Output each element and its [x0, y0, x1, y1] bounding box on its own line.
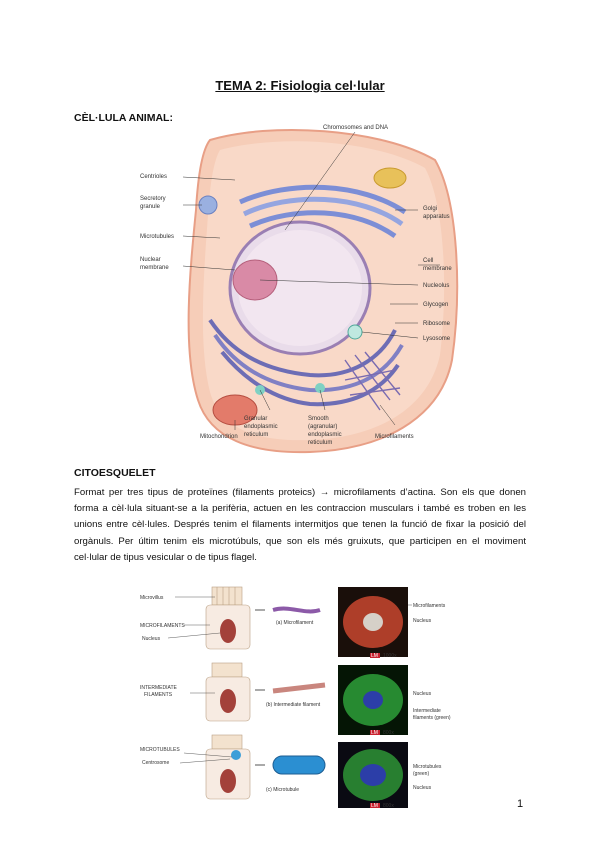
lm-badge-2 [370, 730, 380, 735]
lm-text-1: LM [371, 653, 378, 659]
label-r-microfilaments: Microfilaments [413, 603, 446, 609]
golgi-apparatus [238, 184, 407, 239]
nucleolus-shape [232, 259, 278, 301]
caption-c: (c) Microtubule [266, 787, 299, 793]
label-endoplasmic: endoplasmic [244, 424, 278, 430]
label-granule: granule [140, 204, 161, 210]
lysosome-shape [347, 324, 363, 340]
nucleus-shape-1 [220, 619, 236, 643]
label-smooth: Smooth [308, 416, 329, 422]
lm-text-3: LM [371, 803, 378, 809]
label-microtubules: Microtubules [140, 234, 174, 240]
label-r-nucleus-3: Nucleus [413, 785, 432, 791]
lm-badge-3 [370, 803, 380, 808]
microfilament-strand [272, 606, 321, 614]
caption-b: (b) Intermediate filament [266, 702, 321, 708]
label-granular: Granular [244, 416, 267, 422]
micrograph-2-nucleus [363, 691, 383, 709]
micrograph-1-nucleus [363, 613, 383, 631]
label-reticulum-2: reticulum [308, 440, 332, 446]
label-centrosome: Centrosome [142, 760, 169, 766]
label-nucleolus: Nucleolus [423, 283, 449, 289]
label-r-green: (green) [413, 771, 429, 777]
micrograph-3-nucleus [360, 764, 386, 786]
label-nuclear: Nuclear [140, 257, 161, 263]
microfilaments-network [344, 351, 401, 411]
label-microfilaments-caps: MICROFILAMENTS [140, 623, 185, 629]
label-centrioles: Centrioles [140, 174, 167, 180]
nucleus-shape-3 [220, 769, 236, 793]
label-lysosome: Lysosome [423, 336, 451, 342]
label-endoplasmic-2: endoplasmic [308, 432, 342, 438]
page-number: 1 [517, 798, 524, 810]
label-nucleus-1: Nucleus [142, 636, 161, 642]
cell-intermediate-filaments [205, 662, 251, 722]
label-r-nucleus-1: Nucleus [413, 618, 432, 624]
label-glycogen: Glycogen [423, 302, 448, 308]
cytoskeleton-paragraph: Format per tres tipus de proteïnes (fila… [74, 487, 526, 563]
label-ribosome: Ribosome [423, 321, 451, 327]
magnification-1: 1000x [383, 653, 397, 659]
label-intermediate-caps: INTERMEDIATE [140, 685, 178, 691]
label-agranular: (agranular) [308, 424, 337, 430]
label-r-intermediate: Intermediate [413, 708, 441, 714]
label-secretory: Secretory [140, 196, 166, 202]
caption-a: (a) Microfilament [276, 620, 314, 626]
leader-lines [182, 131, 440, 430]
cell-microtubules [205, 734, 251, 800]
label-golgi: Golgi [423, 206, 437, 212]
section-heading-cell: CÈL·LULA ANIMAL: [74, 112, 173, 124]
magnification-2: 800x [383, 730, 394, 736]
cyto-leader-lines [167, 596, 412, 764]
label-mitochondrion: Mitochondrion [200, 434, 238, 440]
label-microvillus: Microvillus [140, 595, 164, 601]
label-r-microtubules: Microtubules [413, 764, 442, 770]
nucleus-interior [238, 230, 362, 346]
nucleus-shape-2 [220, 689, 236, 713]
page-title: TEMA 2: Fisiologia cel·lular [215, 78, 385, 93]
centrosome-shape [231, 750, 241, 760]
animal-cell-diagram: Chromosomes and DNA Centrioles Secretory… [140, 125, 459, 454]
section-heading-cytoskeleton: CITOESQUELET [74, 467, 156, 479]
label-nuclear-membrane: membrane [140, 265, 169, 271]
cytoskeleton-figure: Microvillus MICROFILAMENTS Nucleus (a) M… [140, 586, 451, 809]
vesicle-2-shape [315, 383, 325, 393]
cell-microfilaments [205, 586, 251, 650]
label-cell-membrane: membrane [423, 266, 452, 272]
lm-text-2: LM [371, 730, 378, 736]
label-apparatus: apparatus [423, 214, 450, 220]
label-filaments-caps: FILAMENTS [144, 692, 173, 698]
label-microfilaments: Microfilaments [375, 434, 414, 440]
mitochondrion-2-shape [373, 167, 407, 189]
label-microtubules-caps: MICROTUBULES [140, 747, 180, 753]
microtubule-strand [272, 755, 326, 775]
label-r-filaments-green: filaments (green) [413, 715, 451, 721]
label-reticulum: reticulum [244, 432, 268, 438]
lm-badge-1 [370, 653, 380, 658]
magnification-3: 800x [383, 803, 394, 809]
label-chromosomes: Chromosomes and DNA [323, 125, 388, 131]
intermediate-filament-strand [272, 682, 326, 694]
label-r-nucleus-2: Nucleus [413, 691, 432, 697]
label-cell: Cell [423, 258, 433, 264]
